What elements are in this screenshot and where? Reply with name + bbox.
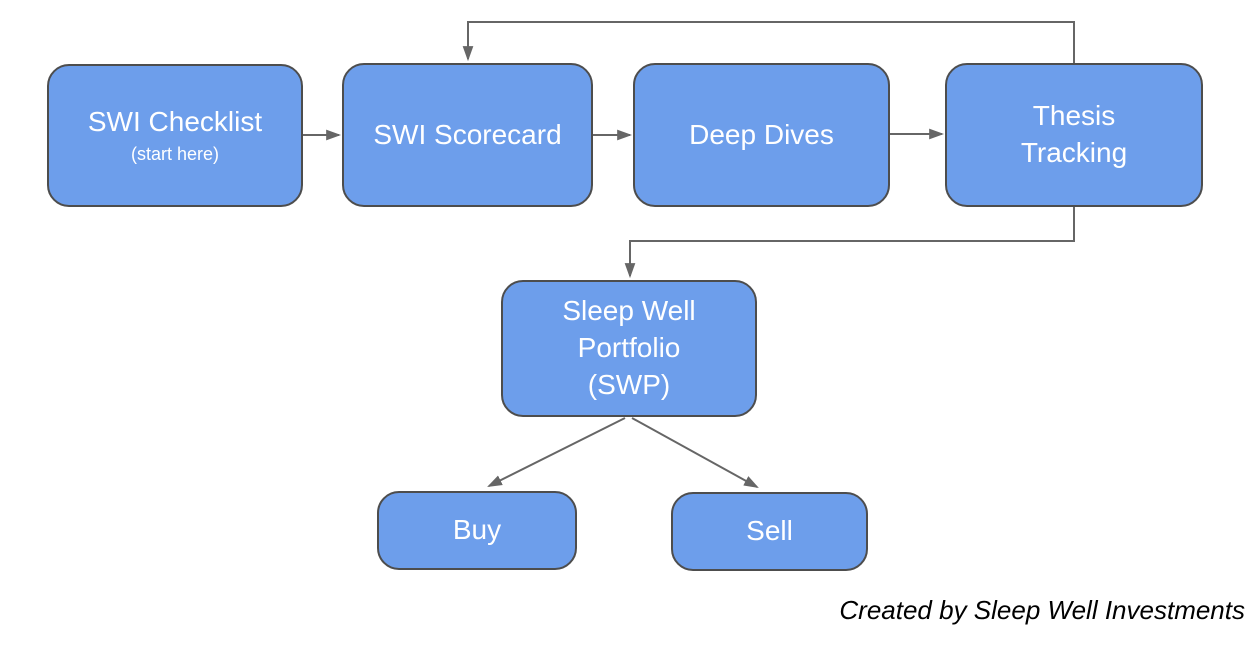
node-swi-checklist: SWI Checklist (start here): [47, 64, 303, 207]
node-thesis-tracking: Thesis Tracking: [945, 63, 1203, 207]
node-portfolio-label-line1: Sleep Well: [562, 295, 696, 327]
node-portfolio-label-line2: Portfolio: [577, 332, 681, 364]
connector-portfolio-to-sell: [631, 417, 759, 489]
node-thesis-tracking-label-line1: Thesis: [1032, 100, 1116, 132]
connector-thesis-feedback-to-scorecard: [462, 21, 1075, 63]
node-swi-checklist-label: SWI Checklist: [87, 106, 263, 138]
connector-thesis-to-portfolio: [624, 207, 1075, 279]
node-buy: Buy: [377, 491, 577, 570]
node-sell-label: Sell: [746, 515, 793, 547]
node-sleep-well-portfolio: Sleep Well Portfolio (SWP): [501, 280, 757, 417]
node-swi-scorecard-label: SWI Scorecard: [373, 118, 562, 150]
node-deep-dives-label: Deep Dives: [689, 118, 834, 150]
node-deep-dives: Deep Dives: [633, 63, 890, 207]
node-swi-scorecard: SWI Scorecard: [342, 63, 593, 207]
node-portfolio-label-line3: (SWP): [587, 368, 671, 400]
node-sell: Sell: [671, 492, 868, 571]
node-thesis-tracking-label-line2: Tracking: [1020, 137, 1128, 168]
attribution-caption: Created by Sleep Well Investments: [839, 595, 1245, 625]
node-swi-checklist-sublabel: (start here): [130, 144, 220, 165]
node-buy-label: Buy: [452, 514, 502, 546]
connector-portfolio-to-buy: [487, 417, 626, 487]
